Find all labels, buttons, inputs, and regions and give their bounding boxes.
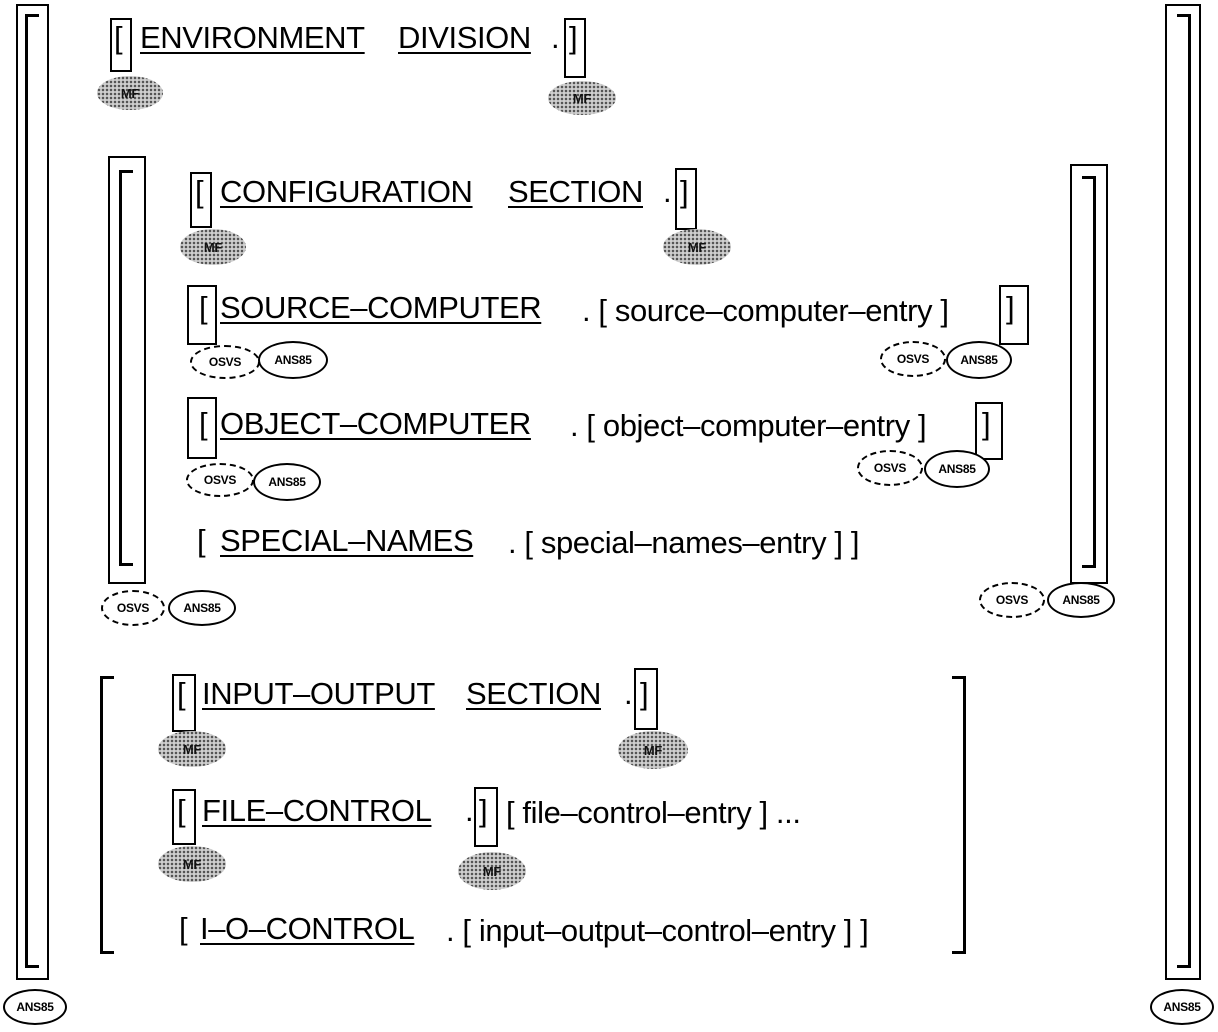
osvs-badge: OSVS [101, 590, 165, 626]
osvs-badge: OSVS [186, 463, 254, 497]
source-computer-keyword: SOURCE–COMPUTER [220, 290, 542, 325]
special-names-keyword: SPECIAL–NAMES [220, 523, 474, 558]
config-open-box [190, 172, 212, 228]
outer-right-bracket-frame [1165, 4, 1201, 980]
ans85-badge: ANS85 [168, 590, 236, 626]
configuration-keyword: CONFIGURATION [220, 174, 473, 209]
io-section-keyword: SECTION [466, 676, 601, 711]
file-close-bracket: ] [479, 793, 488, 828]
config-close-bracket: ] [680, 174, 689, 209]
mf-badge: MF [663, 229, 731, 265]
division-keyword: DIVISION [398, 20, 531, 55]
outer-left-bracket-frame [16, 4, 49, 980]
file-open-bracket: [ [177, 793, 186, 828]
mf-badge: MF [458, 852, 526, 890]
mf-badge: MF [618, 731, 688, 769]
source-close-bracket: ] [1006, 290, 1015, 325]
config-period: . [663, 174, 672, 209]
ans85-badge: ANS85 [253, 463, 321, 501]
source-open-bracket: [ [199, 290, 208, 325]
special-open-bracket: [ [197, 523, 206, 558]
file-period: . [465, 793, 474, 828]
io-close-bracket: ] [640, 676, 649, 711]
file-close-box [474, 787, 498, 847]
mf-badge: MF [180, 229, 246, 265]
io-right-bracket [952, 676, 966, 954]
env-close-box [564, 18, 586, 78]
io-left-bracket [100, 676, 114, 954]
object-close-box [975, 402, 1003, 460]
special-names-entry: . [ special–names–entry ] ] [508, 525, 860, 560]
mf-badge: MF [158, 846, 226, 882]
osvs-badge: OSVS [857, 450, 923, 486]
io-control-keyword: I–O–CONTROL [200, 911, 415, 946]
object-open-bracket: [ [199, 406, 208, 441]
env-open-bracket: [ [114, 20, 123, 55]
outer-right-bracket [1177, 14, 1191, 968]
object-open-box [187, 397, 217, 459]
env-close-bracket: ] [569, 20, 578, 55]
osvs-badge: OSVS [880, 341, 946, 377]
ans85-badge: ANS85 [924, 450, 990, 488]
input-output-keyword: INPUT–OUTPUT [202, 676, 435, 711]
io-control-open-bracket: [ [179, 911, 188, 946]
config-left-bracket-frame [108, 156, 146, 584]
io-control-entry: . [ input–output–control–entry ] ] [446, 913, 869, 948]
config-left-bracket [119, 170, 133, 566]
file-open-box [172, 789, 196, 845]
ans85-badge: ANS85 [946, 341, 1012, 379]
source-open-box [187, 285, 217, 345]
io-period: . [624, 676, 633, 711]
config-open-bracket: [ [195, 174, 204, 209]
ans85-badge: ANS85 [1150, 989, 1214, 1025]
osvs-badge: OSVS [190, 345, 260, 379]
config-right-bracket [1082, 176, 1096, 568]
source-computer-entry: . [ source–computer–entry ] [582, 293, 949, 328]
outer-left-bracket [25, 14, 39, 968]
mf-badge: MF [158, 731, 226, 767]
file-control-keyword: FILE–CONTROL [202, 793, 432, 828]
file-control-entry: [ file–control–entry ] ... [506, 795, 801, 830]
section-keyword: SECTION [508, 174, 643, 209]
source-close-box [999, 285, 1029, 345]
mf-badge: MF [548, 81, 616, 115]
environment-keyword: ENVIRONMENT [140, 20, 365, 55]
env-open-box [110, 18, 132, 72]
io-open-bracket: [ [177, 676, 186, 711]
object-close-bracket: ] [982, 406, 991, 441]
ans85-badge: ANS85 [3, 989, 67, 1025]
mf-badge: MF [97, 76, 163, 110]
io-close-box [634, 668, 658, 730]
object-computer-keyword: OBJECT–COMPUTER [220, 406, 531, 441]
env-period: . [551, 20, 560, 55]
ans85-badge: ANS85 [1047, 582, 1115, 618]
object-computer-entry: . [ object–computer–entry ] [570, 408, 927, 443]
osvs-badge: OSVS [979, 582, 1045, 618]
ans85-badge: ANS85 [258, 341, 328, 379]
